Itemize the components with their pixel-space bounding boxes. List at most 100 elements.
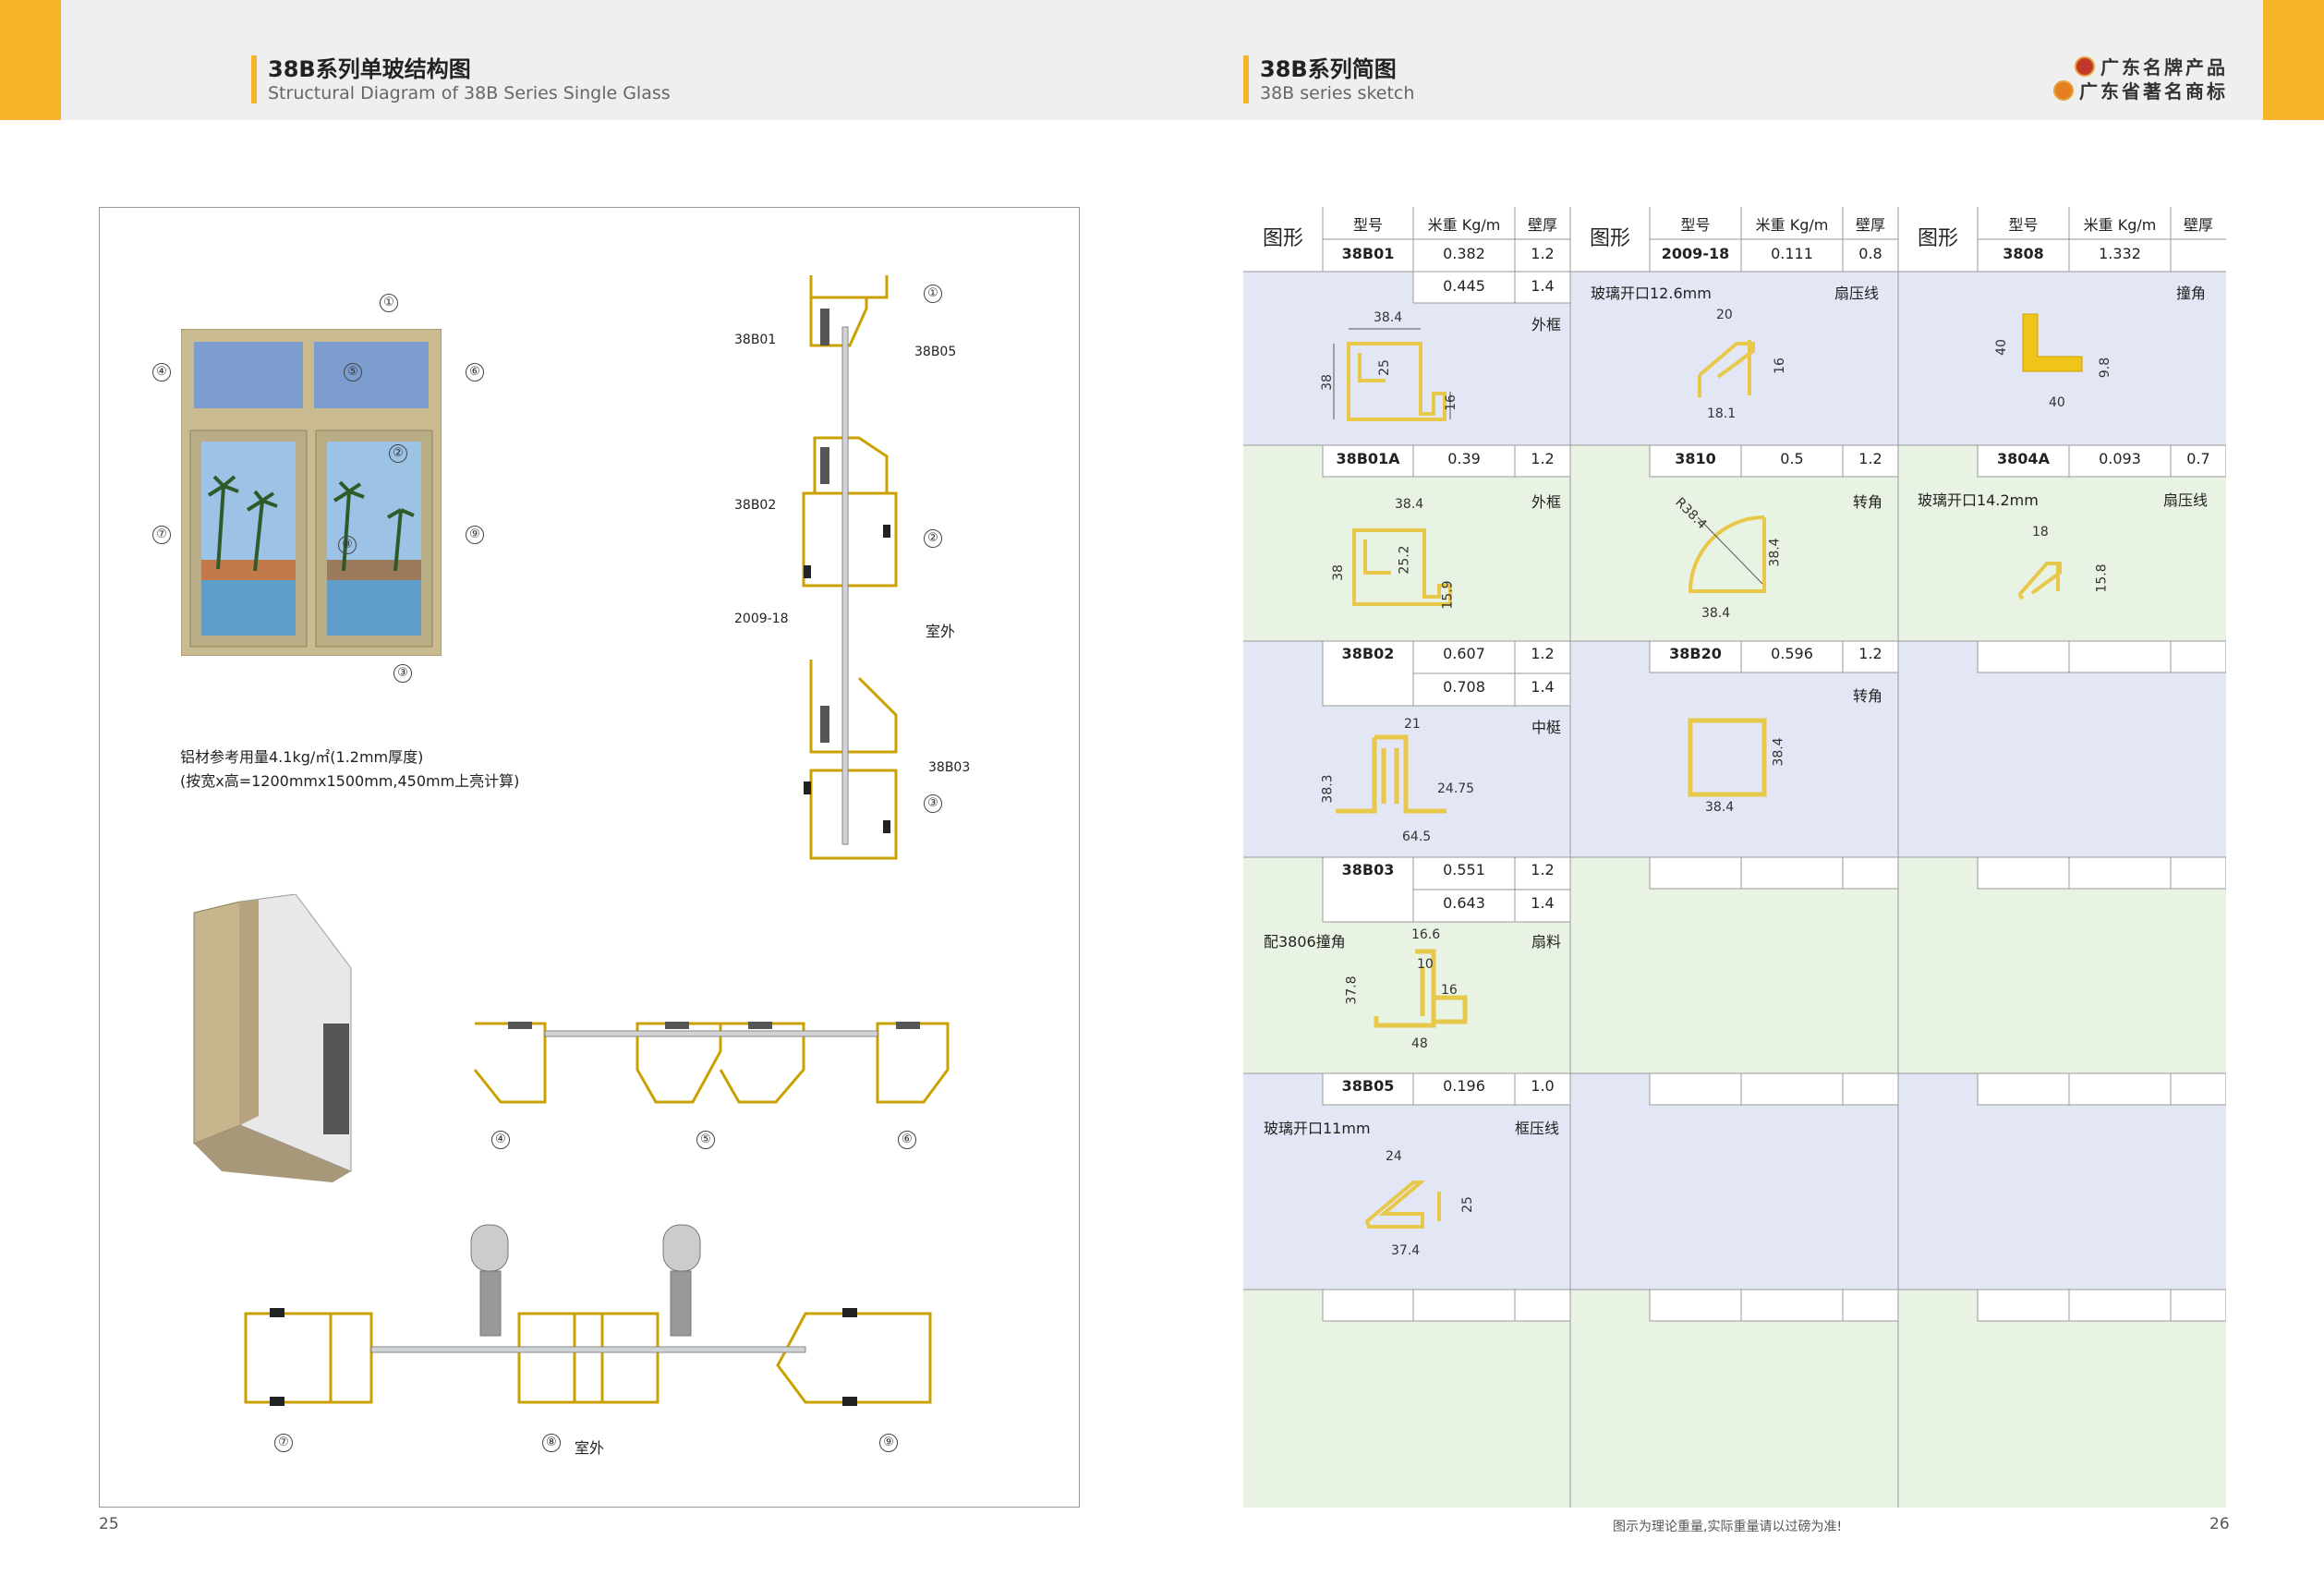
dim-38b03-width: 48 bbox=[1411, 1036, 1428, 1051]
dim-38b05-top: 24 bbox=[1386, 1149, 1402, 1164]
label-38b05: 38B05 bbox=[914, 345, 957, 359]
callout-1: ① bbox=[380, 294, 398, 312]
bottom-callout-4: ④ bbox=[491, 1131, 510, 1149]
dim-3810-height: 38.4 bbox=[1767, 538, 1783, 567]
c1-weight-38b02-b: 0.708 bbox=[1443, 678, 1485, 696]
c1-wall-38b01-b: 1.4 bbox=[1531, 277, 1555, 295]
dim-38b03-inner: 10 bbox=[1417, 957, 1434, 972]
bottom-callout-7: ⑦ bbox=[274, 1434, 293, 1452]
profile-38b01-drawing bbox=[1333, 328, 1451, 421]
c1-model-38b05: 38B05 bbox=[1341, 1077, 1395, 1095]
horizontal-section-789 bbox=[244, 1224, 932, 1406]
c1-weight-38b03-b: 0.643 bbox=[1443, 894, 1485, 912]
dim-38b02-right: 24.75 bbox=[1437, 781, 1475, 796]
dim-38b05-width: 37.4 bbox=[1391, 1243, 1421, 1258]
dim-2009-width: 18.1 bbox=[1707, 406, 1737, 421]
bottom-callout-8: ⑧ bbox=[542, 1434, 561, 1452]
c1-name-waikuang: 外框 bbox=[1531, 316, 1562, 333]
page-header bbox=[0, 0, 2324, 120]
horizontal-section-456 bbox=[473, 1022, 950, 1104]
dim-38b20-height: 38.4 bbox=[1771, 737, 1786, 767]
c2-weight-38b20: 0.596 bbox=[1771, 645, 1813, 662]
right-title-cn: 38B系列简图 bbox=[1260, 56, 1397, 82]
dim-38b01-lip: 16 bbox=[1443, 394, 1459, 411]
profile-38b20-drawing bbox=[1688, 718, 1767, 797]
dim-38b01a-width: 38.4 bbox=[1395, 497, 1424, 512]
profile-table-grid bbox=[1243, 207, 2226, 1508]
dim-38b01-inner: 25 bbox=[1376, 359, 1392, 376]
profile-38b03-drawing bbox=[1374, 949, 1468, 1028]
c1-weight-38b01a: 0.39 bbox=[1447, 450, 1481, 467]
dim-2009-height: 16 bbox=[1772, 357, 1787, 374]
dim-3810-width: 38.4 bbox=[1701, 606, 1731, 621]
dim-38b02-top: 21 bbox=[1404, 717, 1421, 732]
left-title-cn: 38B系列单玻结构图 bbox=[268, 56, 471, 82]
brand-text-2: 广东省著名商标 bbox=[2079, 80, 2228, 103]
dim-3804a-top: 18 bbox=[2032, 525, 2049, 539]
c1-weight-38b03: 0.551 bbox=[1443, 861, 1485, 878]
callout-3: ③ bbox=[393, 664, 412, 683]
c1-wall-38b01a: 1.2 bbox=[1531, 450, 1555, 467]
c2-name-zhuanjiao: 转角 bbox=[1853, 493, 1883, 511]
c1-note-38b05: 玻璃开口11mm bbox=[1264, 1120, 1371, 1137]
c2-note-2009-18: 玻璃开口12.6mm bbox=[1591, 285, 1712, 302]
section-callout-1: ① bbox=[924, 285, 942, 303]
c1-wall-38b02-b: 1.4 bbox=[1531, 678, 1555, 696]
c1-wall-38b01: 1.2 bbox=[1531, 245, 1555, 262]
c2-model-3810: 3810 bbox=[1675, 450, 1716, 467]
header-weight-1: 米重 Kg/m bbox=[1427, 216, 1501, 234]
c3-name-shanyaxian: 扇压线 bbox=[2163, 491, 2209, 509]
brand-text-1: 广东名牌产品 bbox=[2100, 56, 2228, 79]
bottom-callout-5: ⑤ bbox=[696, 1131, 715, 1149]
header-wall-2: 壁厚 bbox=[1855, 216, 1885, 234]
profile-2009-18-drawing bbox=[1698, 340, 1755, 397]
left-page-number: 25 bbox=[99, 1515, 119, 1533]
usage-note-line2: (按宽x高=1200mmx1500mm,450mm上亮计算) bbox=[180, 772, 520, 790]
c1-model-38b02: 38B02 bbox=[1341, 645, 1395, 662]
dim-3804a-height: 15.8 bbox=[2094, 563, 2110, 593]
profile-3804a-drawing bbox=[2017, 562, 2062, 600]
trademark-seal-icon bbox=[2053, 80, 2074, 101]
c2-model-2009-18: 2009-18 bbox=[1661, 245, 1730, 262]
left-title-en: Structural Diagram of 38B Series Single … bbox=[268, 83, 671, 103]
callout-8: ⑧ bbox=[338, 536, 357, 554]
callout-6: ⑥ bbox=[466, 363, 484, 382]
dim-38b03-height: 37.8 bbox=[1344, 975, 1360, 1005]
callout-5: ⑤ bbox=[344, 363, 362, 382]
c1-wall-38b05: 1.0 bbox=[1531, 1077, 1555, 1095]
c1-name-waikuang-a: 外框 bbox=[1531, 493, 1562, 511]
c2-weight-2009-18: 0.111 bbox=[1771, 245, 1813, 262]
c1-weight-38b01-b: 0.445 bbox=[1443, 277, 1485, 295]
dim-38b01a-inner: 25.2 bbox=[1397, 545, 1412, 575]
dim-3808-height: 40 bbox=[1993, 339, 2009, 356]
c3-name-zhuangjiao: 撞角 bbox=[2176, 285, 2207, 302]
dim-38b03-lip: 16 bbox=[1441, 983, 1458, 998]
header-model-1: 型号 bbox=[1352, 216, 1383, 234]
profile-38b05-drawing bbox=[1364, 1181, 1441, 1229]
c1-wall-38b03-b: 1.4 bbox=[1531, 894, 1555, 912]
dim-3808-width: 40 bbox=[2049, 395, 2065, 410]
label-2009-18: 2009-18 bbox=[734, 612, 789, 626]
transom-glass-right bbox=[314, 342, 429, 408]
label-38b02: 38B02 bbox=[734, 498, 777, 513]
c2-wall-2009-18: 0.8 bbox=[1858, 245, 1882, 262]
dim-38b02-width: 64.5 bbox=[1402, 830, 1432, 844]
transom-glass-left bbox=[194, 342, 303, 408]
accent-tab-right bbox=[2263, 0, 2324, 120]
dim-2009-top: 20 bbox=[1716, 308, 1733, 322]
c1-weight-38b05: 0.196 bbox=[1443, 1077, 1485, 1095]
c2-name-shanyaxian: 扇压线 bbox=[1834, 285, 1880, 302]
right-title: 38B系列简图 38B series sketch bbox=[1243, 55, 1414, 103]
c1-name-zhongting: 中梃 bbox=[1531, 719, 1562, 736]
header-shape-1: 图形 bbox=[1262, 227, 1303, 250]
header-weight-2: 米重 Kg/m bbox=[1755, 216, 1829, 234]
sash-glass-left bbox=[201, 442, 296, 636]
section-callout-3: ③ bbox=[924, 794, 942, 813]
right-title-en: 38B series sketch bbox=[1260, 83, 1415, 103]
c2-name-zhuanjiao-b: 转角 bbox=[1853, 687, 1883, 705]
dim-3808-lip: 9.8 bbox=[2098, 357, 2113, 379]
c2-model-38b20: 38B20 bbox=[1669, 645, 1722, 662]
dim-38b01a-lip: 15.9 bbox=[1440, 580, 1456, 610]
header-shape-2: 图形 bbox=[1589, 227, 1630, 250]
header-model-3: 型号 bbox=[2008, 216, 2039, 234]
